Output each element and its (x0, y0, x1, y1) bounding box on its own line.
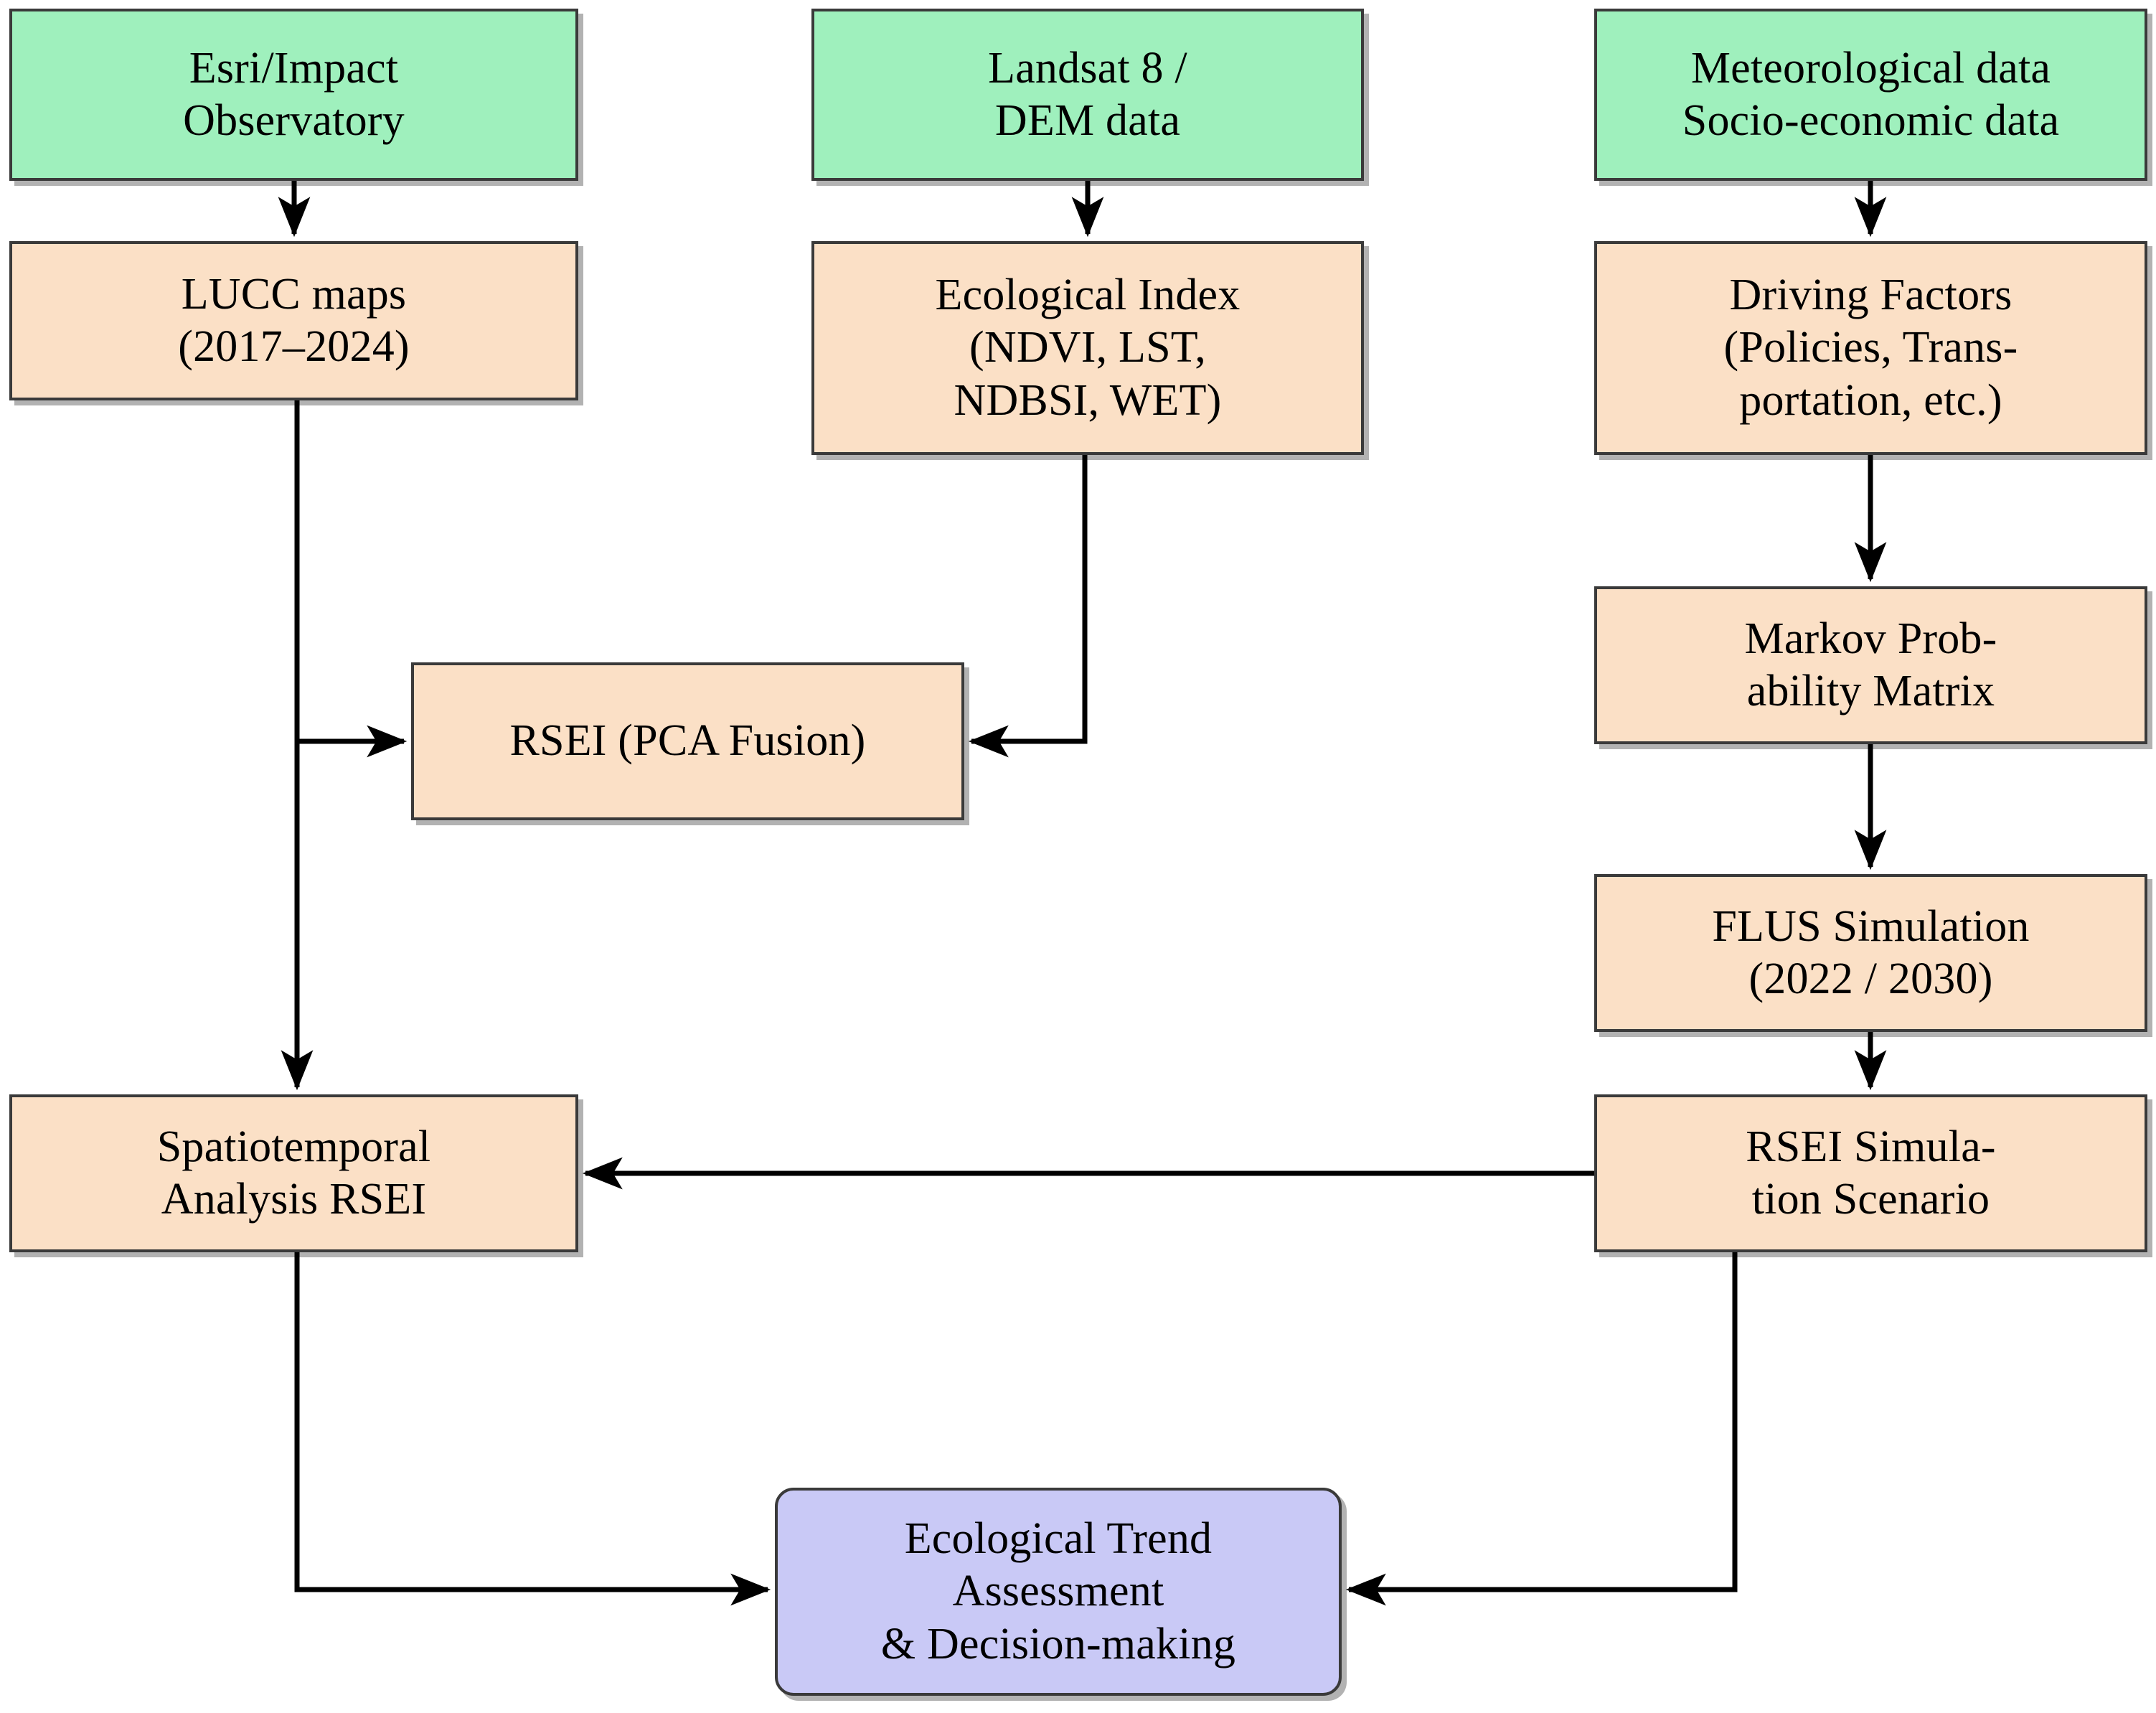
node-label-flus: FLUS Simulation (2022 / 2030) (1712, 901, 2030, 1003)
node-label-esri: Esri/Impact Observatory (183, 43, 405, 145)
node-ecoindex[interactable]: Ecological Index (NDVI, LST, NDBSI, WET) (811, 241, 1364, 455)
node-label-rsei: RSEI (PCA Fusion) (509, 716, 866, 766)
edge-rsei-sim-to-outcome (1345, 1252, 1738, 1606)
node-markov[interactable]: Markov Prob- ability Matrix (1594, 586, 2147, 744)
node-esri[interactable]: Esri/Impact Observatory (9, 9, 578, 181)
node-label-spatiotemporal: Spatiotemporal Analysis RSEI (156, 1122, 431, 1224)
edge-lucc-to-rsei (294, 400, 408, 758)
node-meteo[interactable]: Meteorological data Socio-economic data (1594, 9, 2147, 181)
node-landsat[interactable]: Landsat 8 / DEM data (811, 9, 1364, 181)
edge-spatiotemporal-to-outcome (294, 1252, 771, 1606)
node-label-landsat: Landsat 8 / DEM data (988, 43, 1187, 145)
node-label-rsei_sim: RSEI Simula- tion Scenario (1746, 1122, 1996, 1224)
node-rsei[interactable]: RSEI (PCA Fusion) (411, 662, 964, 820)
node-label-outcome: Ecological Trend Assessment & Decision-m… (880, 1514, 1236, 1669)
node-label-lucc: LUCC maps (2017–2024) (178, 269, 410, 371)
node-label-meteo: Meteorological data Socio-economic data (1682, 43, 2060, 145)
node-outcome[interactable]: Ecological Trend Assessment & Decision-m… (775, 1488, 1342, 1696)
node-lucc[interactable]: LUCC maps (2017–2024) (9, 241, 578, 400)
node-label-driving: Driving Factors (Policies, Trans- portat… (1723, 271, 2018, 425)
node-label-ecoindex: Ecological Index (NDVI, LST, NDBSI, WET) (935, 271, 1241, 425)
node-flus[interactable]: FLUS Simulation (2022 / 2030) (1594, 874, 2147, 1032)
node-rsei_sim[interactable]: RSEI Simula- tion Scenario (1594, 1094, 2147, 1252)
node-driving[interactable]: Driving Factors (Policies, Trans- portat… (1594, 241, 2147, 455)
node-spatiotemporal[interactable]: Spatiotemporal Analysis RSEI (9, 1094, 578, 1252)
node-label-markov: Markov Prob- ability Matrix (1744, 614, 1997, 715)
edge-ecoindex-to-rsei (968, 455, 1088, 758)
